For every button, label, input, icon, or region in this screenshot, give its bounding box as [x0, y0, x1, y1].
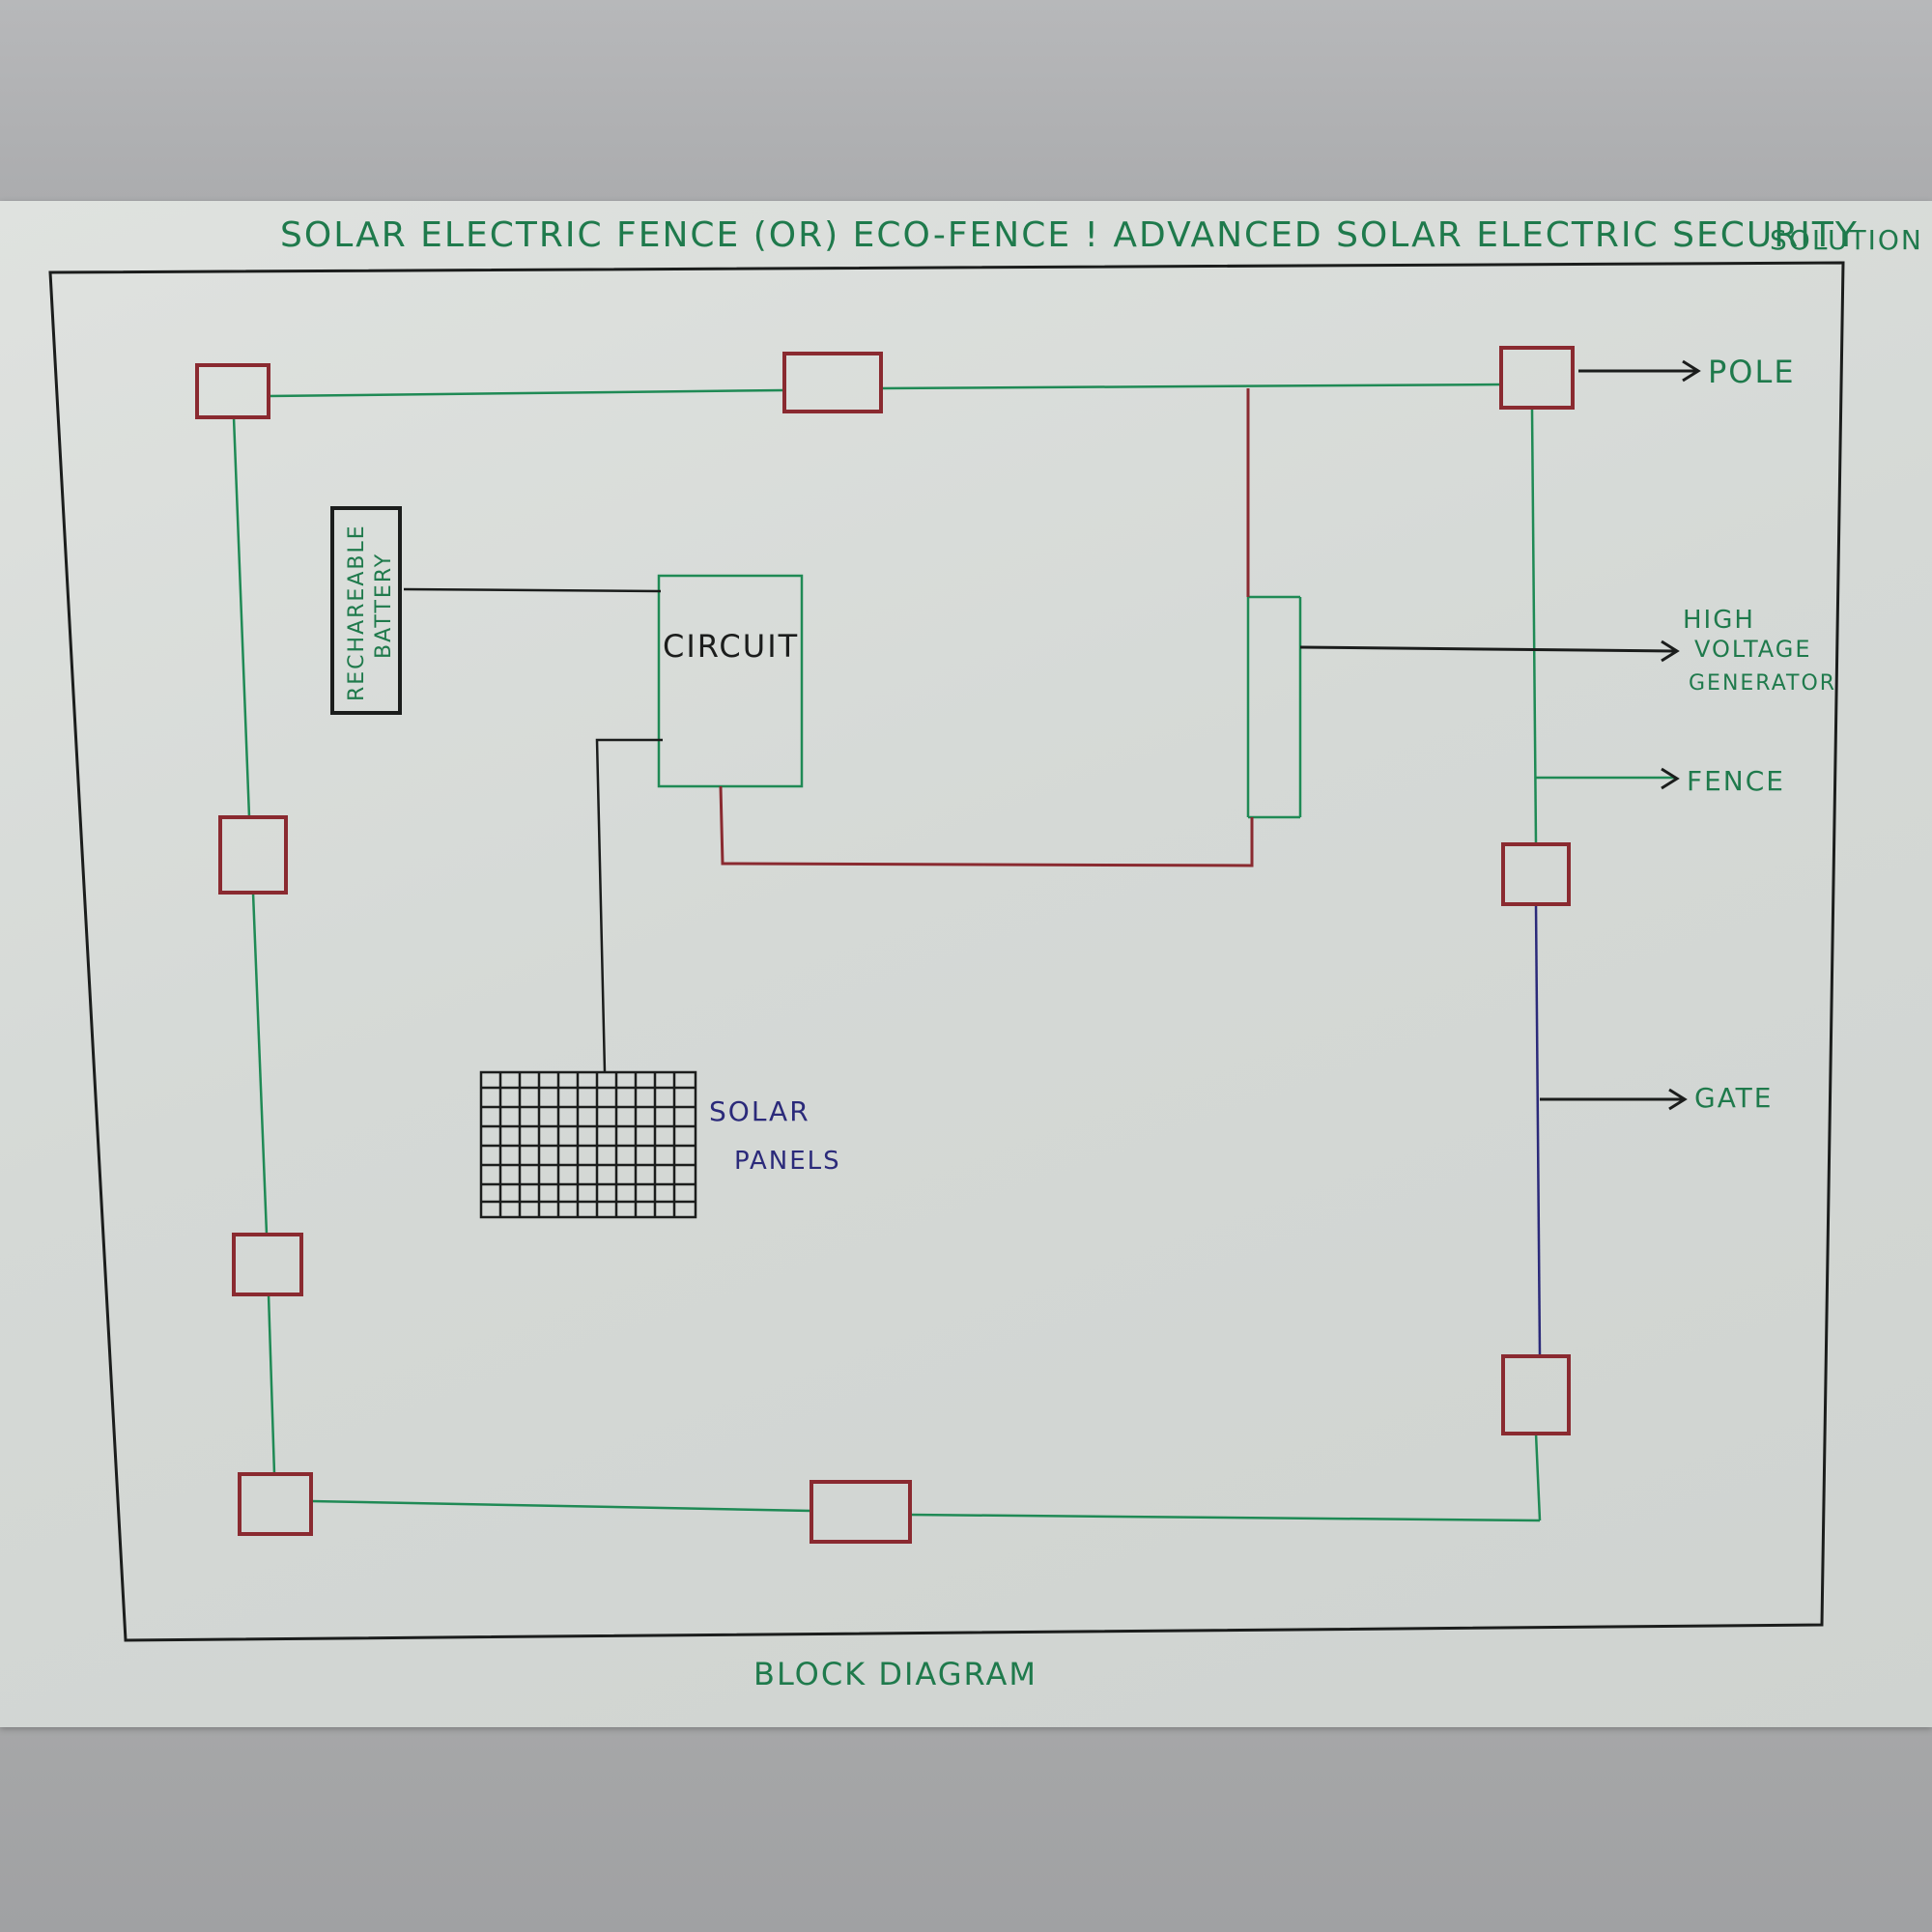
- gate-wire: [1534, 903, 1542, 1357]
- background-bottom: [0, 1725, 1932, 1932]
- pole-right-upper: [1501, 842, 1571, 906]
- circuit-label: CIRCUIT: [663, 628, 799, 665]
- paper-sheet: [0, 201, 1932, 1727]
- battery-label-line2: BATTERY: [372, 553, 396, 659]
- hv-label-line2: VOLTAGE: [1694, 636, 1812, 663]
- solar-label-line1: SOLAR: [709, 1095, 810, 1127]
- pole-top-left: [195, 363, 270, 419]
- diagram-title: SOLAR ELECTRIC FENCE (OR) ECO-FENCE ! AD…: [280, 215, 1859, 255]
- rechargeable-battery: RECHAREABLE BATTERY: [330, 506, 402, 715]
- pole-bottom-middle: [810, 1480, 912, 1544]
- pole-right-lower: [1501, 1354, 1571, 1435]
- pointer-arrows: [1299, 359, 1701, 1111]
- pole-top-right: [1499, 346, 1575, 410]
- solar-panel: [479, 1070, 697, 1219]
- black-wires: [403, 587, 663, 1073]
- gate-label: GATE: [1694, 1082, 1773, 1114]
- battery-label-line1: RECHAREABLE: [345, 524, 369, 701]
- hv-label-line3: GENERATOR: [1689, 671, 1836, 696]
- pole-bottom-left: [238, 1472, 313, 1536]
- pole-label: POLE: [1708, 354, 1796, 390]
- pole-left-lower: [232, 1233, 303, 1296]
- diagram-title-continuation: SOLUTION: [1770, 224, 1923, 256]
- outer-frame: [48, 261, 1845, 1642]
- pole-top-middle: [782, 352, 883, 413]
- background-top: [0, 0, 1932, 203]
- fence-wires: [232, 383, 1675, 1522]
- red-wires: [719, 388, 1254, 867]
- pole-left-upper: [218, 815, 288, 895]
- hv-label-line1: HIGH: [1683, 606, 1755, 635]
- fence-poles: [195, 346, 1575, 1544]
- fence-label: FENCE: [1687, 765, 1785, 797]
- diagram-footer: BLOCK DIAGRAM: [753, 1656, 1037, 1692]
- solar-label-line2: PANELS: [734, 1147, 841, 1176]
